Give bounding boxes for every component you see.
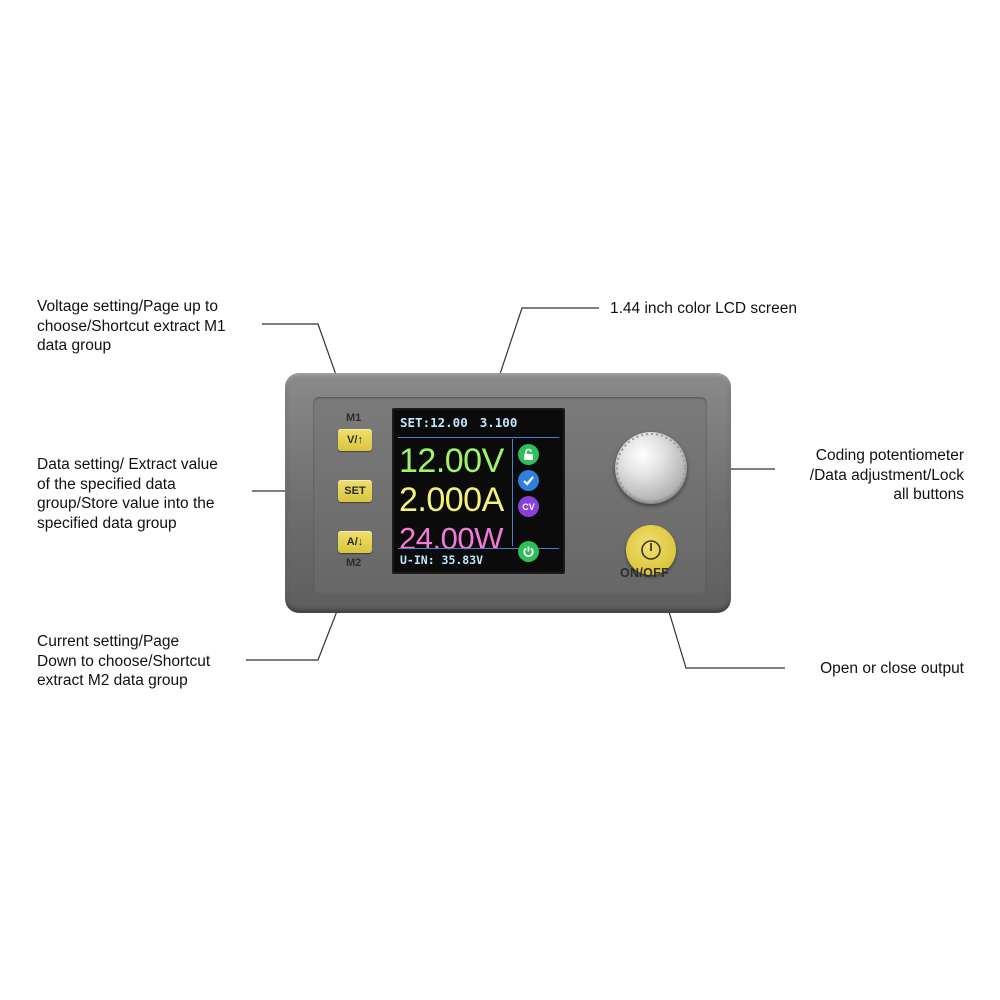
set-button[interactable]: SET bbox=[338, 480, 372, 502]
callout-current: Current setting/Page Down to choose/Shor… bbox=[37, 632, 210, 691]
callout-pot-line-2: /Data adjustment/Lock bbox=[809, 466, 964, 484]
callout-potentiometer: Coding potentiometer /Data adjustment/Lo… bbox=[810, 446, 964, 505]
callout-voltage-line-1: Voltage setting/Page up to bbox=[37, 298, 218, 315]
m1-label: M1 bbox=[346, 412, 362, 424]
callout-data-setting: Data setting/ Extract value of the speci… bbox=[37, 455, 218, 533]
lcd-set-row: SET:12.00 3.100 bbox=[400, 415, 517, 430]
lcd-set-voltage: SET:12.00 bbox=[400, 415, 468, 430]
callout-pot-line-1: Coding potentiometer bbox=[815, 447, 964, 464]
callout-current-line-3: extract M2 data group bbox=[37, 672, 188, 689]
on-off-button[interactable] bbox=[626, 525, 676, 575]
knob-ridges-icon bbox=[616, 433, 686, 503]
cv-icon: CV bbox=[518, 496, 539, 517]
callout-current-line-2: Down to choose/Shortcut bbox=[37, 652, 211, 670]
callout-voltage-line-2: choose/Shortcut extract M1 bbox=[37, 317, 226, 335]
lcd-power-readout: 24.00W bbox=[399, 521, 503, 556]
callout-current-line-1: Current setting/Page bbox=[37, 633, 180, 650]
current-page-down-button[interactable]: A/↓ bbox=[338, 531, 372, 553]
unlock-icon bbox=[518, 444, 539, 465]
lcd-set-current: 3.100 bbox=[479, 415, 518, 430]
power-icon bbox=[641, 540, 661, 560]
lcd-divider-top bbox=[398, 437, 559, 438]
callout-data-line-1: Data setting/ Extract value bbox=[37, 456, 218, 473]
callout-lcd-line-1: 1.44 inch color LCD screen bbox=[610, 300, 797, 317]
current-page-down-label: A/↓ bbox=[346, 536, 364, 548]
voltage-page-up-button[interactable]: V/↑ bbox=[338, 429, 372, 451]
callout-output-line-1: Open or close output bbox=[820, 660, 964, 677]
coding-potentiometer-knob[interactable] bbox=[615, 432, 687, 504]
cv-icon-text: CV bbox=[522, 501, 535, 512]
lcd-voltage-readout: 12.00V bbox=[399, 442, 504, 480]
voltage-page-up-label: V/↑ bbox=[347, 434, 363, 446]
callout-voltage-line-3: data group bbox=[37, 337, 112, 354]
m2-label: M2 bbox=[346, 557, 362, 569]
lcd-divider-bottom bbox=[398, 548, 559, 549]
callout-lcd: 1.44 inch color LCD screen bbox=[610, 299, 797, 319]
callout-data-line-2: of the specified data bbox=[37, 475, 176, 493]
on-off-label: ON/OFF bbox=[620, 566, 670, 580]
callout-pot-line-3: all buttons bbox=[893, 486, 964, 503]
set-label: SET bbox=[344, 485, 366, 497]
power-on-icon bbox=[518, 541, 539, 562]
lcd-current-readout: 2.000A bbox=[399, 481, 504, 519]
lcd-input-voltage: U-IN: 35.83V bbox=[400, 553, 484, 567]
lcd-screen: SET:12.00 3.100 12.00V 2.000A 24.00W U-IN… bbox=[392, 408, 565, 574]
check-icon bbox=[518, 470, 539, 491]
callout-data-line-4: specified data group bbox=[37, 514, 177, 532]
callout-data-line-3: group/Store value into the bbox=[37, 495, 215, 512]
callout-output: Open or close output bbox=[820, 659, 964, 679]
lcd-divider-vertical bbox=[512, 439, 513, 546]
callout-voltage: Voltage setting/Page up to choose/Shortc… bbox=[37, 297, 226, 356]
